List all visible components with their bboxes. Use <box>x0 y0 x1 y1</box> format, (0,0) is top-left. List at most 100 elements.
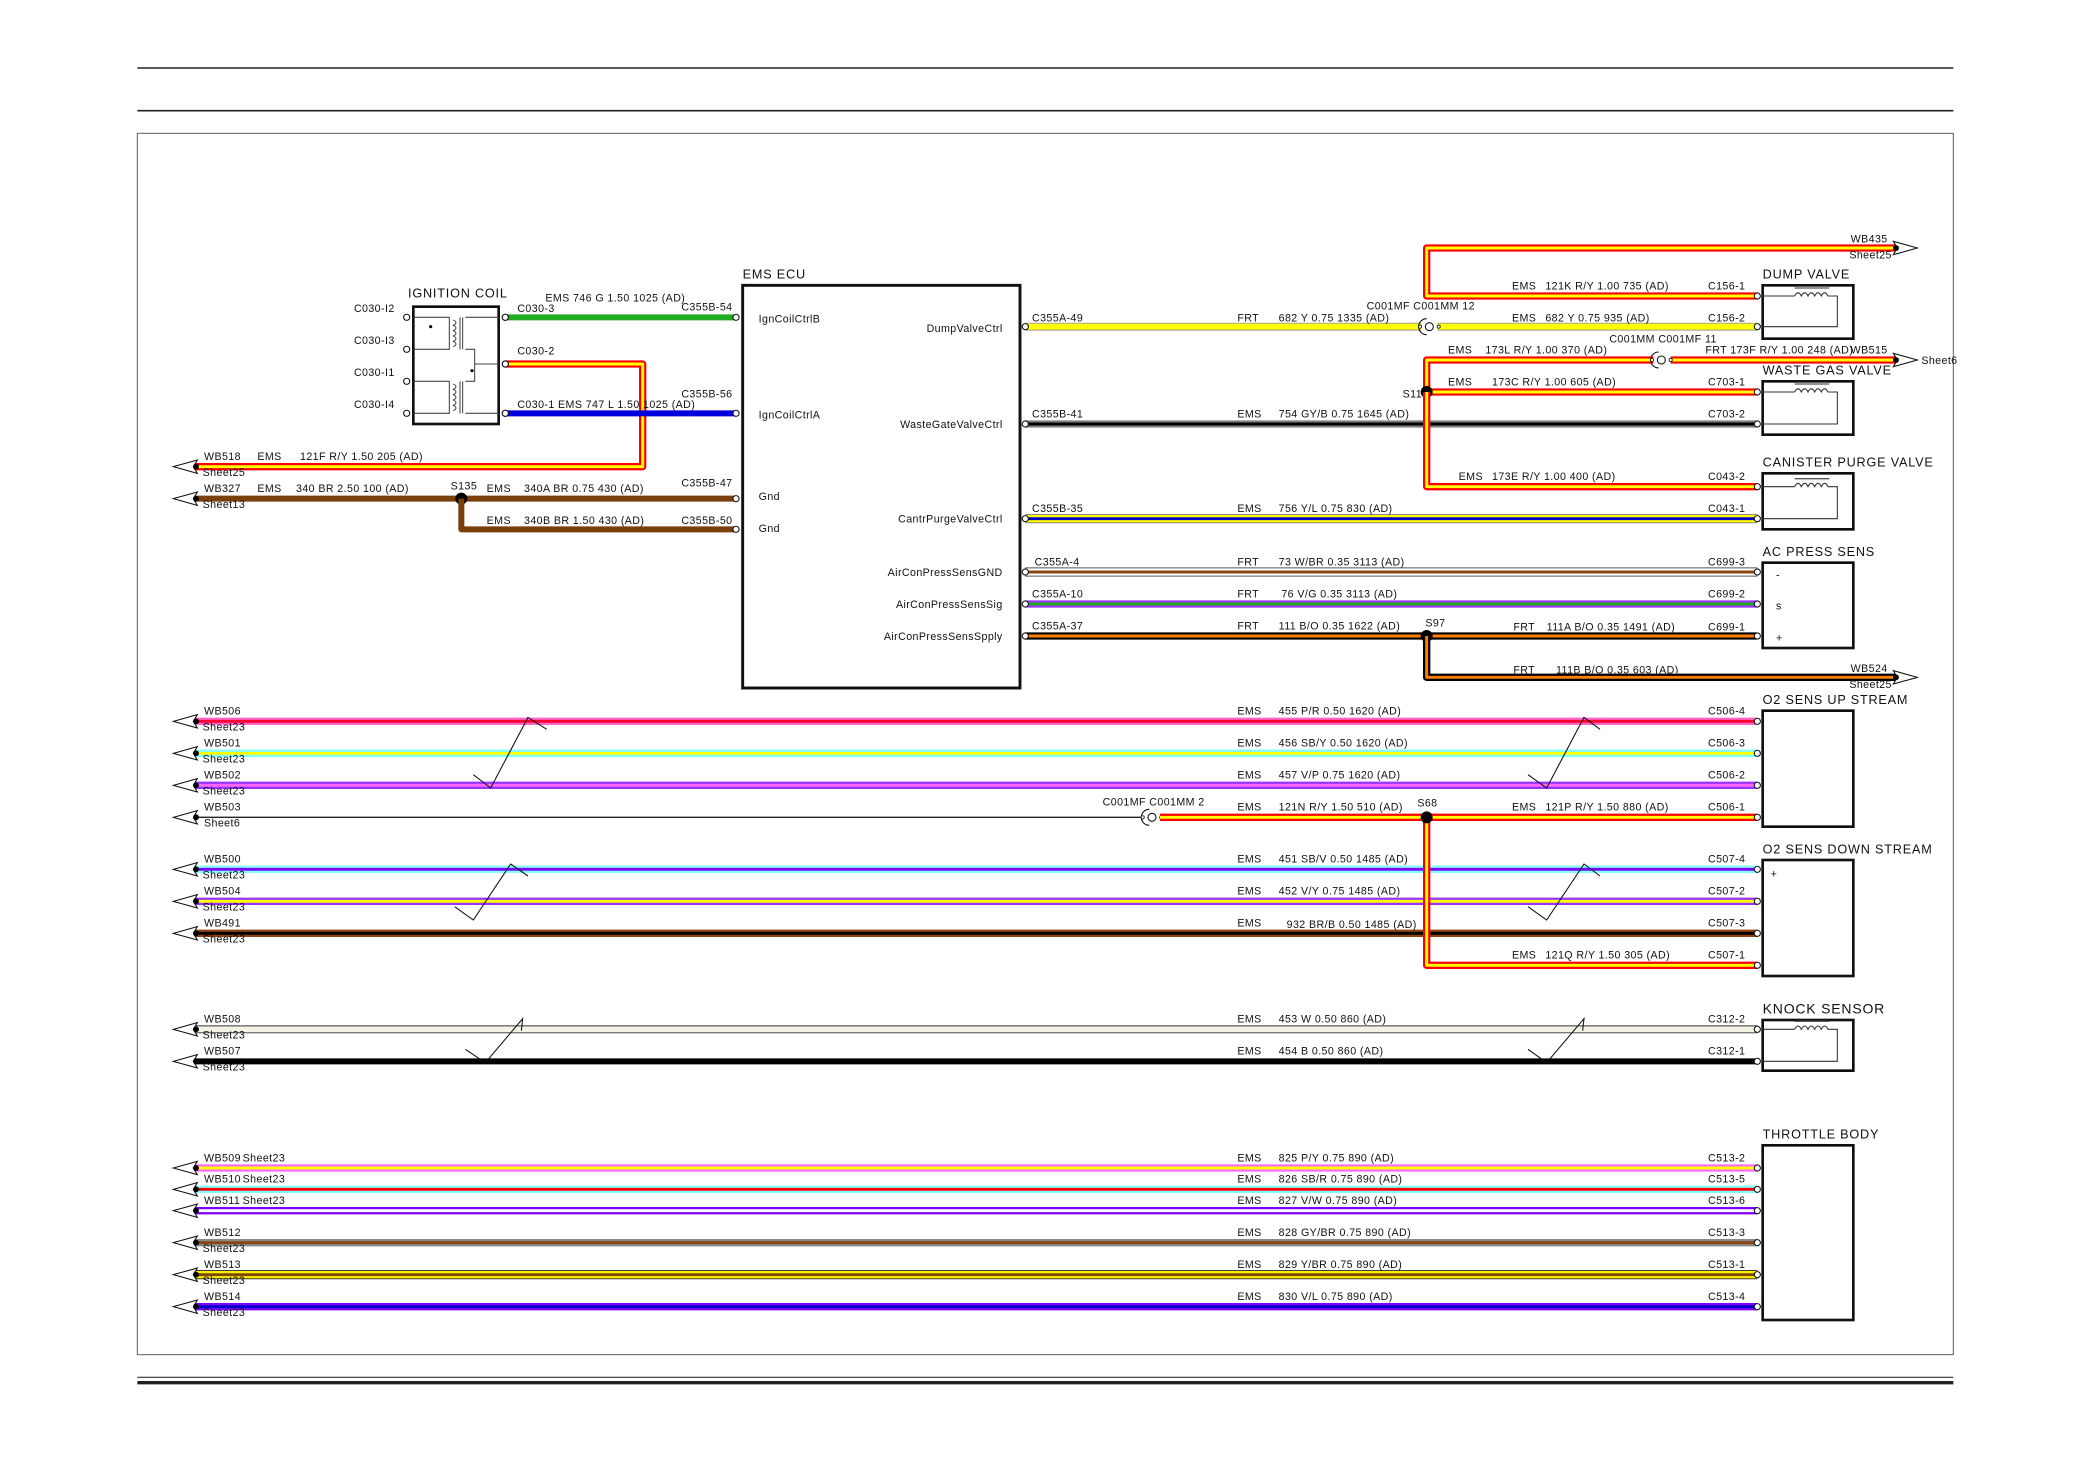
wire-label: 829 Y/BR 0.75 890 (AD) <box>1279 1259 1403 1271</box>
pin-terminal-icon <box>1753 323 1761 331</box>
wire-label: Sheet23 <box>203 722 246 734</box>
ecu-pin-label: WasteGateValveCtrl <box>900 419 1003 431</box>
wire-826 <box>171 1181 1761 1197</box>
pin-terminal-icon <box>1753 388 1761 396</box>
wire-label: WB524 <box>1851 663 1888 675</box>
wire-label: C355B-56 <box>681 388 732 400</box>
harness-break-mark <box>473 716 547 789</box>
wire-label: Sheet23 <box>203 1243 246 1255</box>
ems-ecu-title: EMS ECU <box>743 268 806 282</box>
wires-layer <box>171 240 1920 1315</box>
wire-label: Sheet23 <box>203 902 246 914</box>
wire-label: EMS <box>1237 408 1261 420</box>
wire-label: 452 V/Y 0.75 1485 (AD) <box>1279 886 1401 898</box>
harness-break-mark <box>465 1016 524 1064</box>
wire-label: C043-2 <box>1708 471 1745 483</box>
wire-label: Sheet13 <box>203 499 246 511</box>
offpage-dot <box>193 814 199 821</box>
pin-terminal-icon <box>1753 781 1761 789</box>
coil-windings <box>413 316 499 414</box>
ac-press-sens-title: AC PRESS SENS <box>1763 545 1875 559</box>
wire-label: 121K R/Y 1.00 735 (AD) <box>1545 280 1669 292</box>
wire-label: 453 W 0.50 860 (AD) <box>1279 1014 1387 1026</box>
wire-label: WB506 <box>204 706 241 718</box>
wire-label: 73 W/BR 0.35 3113 (AD) <box>1279 556 1405 568</box>
wire-label: C507-4 <box>1708 854 1745 866</box>
pin-terminal-icon <box>1753 1239 1761 1247</box>
wire-label: WB508 <box>204 1014 241 1026</box>
wire-label: Sheet23 <box>243 1152 286 1164</box>
wire-label: EMS <box>1448 344 1472 356</box>
wire-label: EMS <box>1237 1152 1261 1164</box>
wire-label: 828 GY/BR 0.75 890 (AD) <box>1279 1227 1411 1239</box>
inline-connector-icon <box>1147 812 1157 822</box>
wire-label: 111A B/O 0.35 1491 (AD) <box>1547 622 1675 634</box>
wire-label: C506-3 <box>1708 738 1745 750</box>
solenoid-coil-icon <box>1762 1025 1838 1062</box>
offpage-dot <box>1893 245 1899 251</box>
wire-457 <box>171 777 1761 793</box>
wire-label: C506-1 <box>1708 802 1745 814</box>
splice-icon <box>1420 811 1433 824</box>
knock-sensor-box <box>1761 1018 1855 1072</box>
wire-label: 173C R/Y 1.00 605 (AD) <box>1492 376 1616 388</box>
pin-terminal-icon <box>1753 865 1761 873</box>
offpage-dot <box>193 930 199 937</box>
wire-label: EMS 746 G 1.50 1025 (AD) <box>545 292 685 304</box>
wire-label: EMS <box>257 451 281 463</box>
offpage-dot <box>193 718 199 725</box>
wire-label: Sheet23 <box>203 786 246 798</box>
wire-label: C513-4 <box>1708 1291 1745 1303</box>
wire-tracer <box>1425 246 1896 298</box>
wire-tracer <box>1425 392 1758 489</box>
wire-label: C506-2 <box>1708 770 1745 782</box>
wire-label: C355A-37 <box>1032 620 1083 632</box>
wire-label: WB515 <box>1851 344 1888 356</box>
wire-label: WB510 <box>204 1174 241 1186</box>
pin-terminal-icon <box>501 313 509 321</box>
wire-label: 826 SB/R 0.75 890 (AD) <box>1279 1174 1403 1186</box>
ignition-coil-title: IGNITION COIL <box>408 286 508 300</box>
wire-label: EMS <box>1237 1195 1261 1207</box>
wire-label: C001MM C001MF 11 <box>1609 334 1716 346</box>
terminal-mark: + <box>1776 632 1783 644</box>
wire-insulation <box>458 498 736 533</box>
wire-label: C355B-50 <box>681 515 732 527</box>
wire-label: EMS <box>1237 1046 1261 1058</box>
o2-sens-down-stream-box <box>1761 858 1855 978</box>
wire-label: 173E R/Y 1.00 400 (AD) <box>1492 471 1616 483</box>
offpage-dot <box>193 495 199 502</box>
terminal-mark: - <box>1776 570 1780 582</box>
wire-label: 121P R/Y 1.50 880 (AD) <box>1545 802 1668 814</box>
wire-label: EMS <box>1237 1174 1261 1186</box>
offpage-dot <box>193 1303 199 1310</box>
component-knock-sensor <box>1761 1018 1855 1072</box>
wire-label: EMS <box>487 483 511 495</box>
wire-111B <box>1422 636 1920 685</box>
throttle-body-box <box>1761 1143 1855 1322</box>
wire-label: C030-1 EMS 747 L 1.50 1025 (AD) <box>517 399 695 411</box>
wire-label: EMS <box>487 515 511 527</box>
wire-label: WB512 <box>204 1227 241 1239</box>
wire-label: C507-2 <box>1708 886 1745 898</box>
wire-tracer <box>1425 358 1654 392</box>
wire-746 <box>501 313 740 321</box>
wire-label: EMS <box>1237 706 1261 718</box>
solenoid-coil-icon <box>1762 292 1838 328</box>
pin-terminal-icon <box>1753 420 1761 428</box>
wire-label: EMS <box>1237 854 1261 866</box>
pin-terminal-icon <box>1753 568 1761 576</box>
wire-label: C513-1 <box>1708 1259 1745 1271</box>
pin-terminal-icon <box>1753 1185 1761 1193</box>
wire-827 <box>171 1203 1761 1219</box>
pin-terminal-icon <box>1753 1271 1761 1279</box>
pin-terminal-icon <box>1753 929 1761 937</box>
wire-829 <box>171 1267 1761 1283</box>
pin-terminal-icon <box>1753 961 1761 969</box>
wire-label: 121F R/Y 1.50 205 (AD) <box>300 451 423 463</box>
wire-111 <box>1021 632 1427 640</box>
components-layer <box>403 283 1855 1322</box>
pin-terminal-icon <box>1753 515 1761 523</box>
wire-830 <box>171 1299 1761 1315</box>
